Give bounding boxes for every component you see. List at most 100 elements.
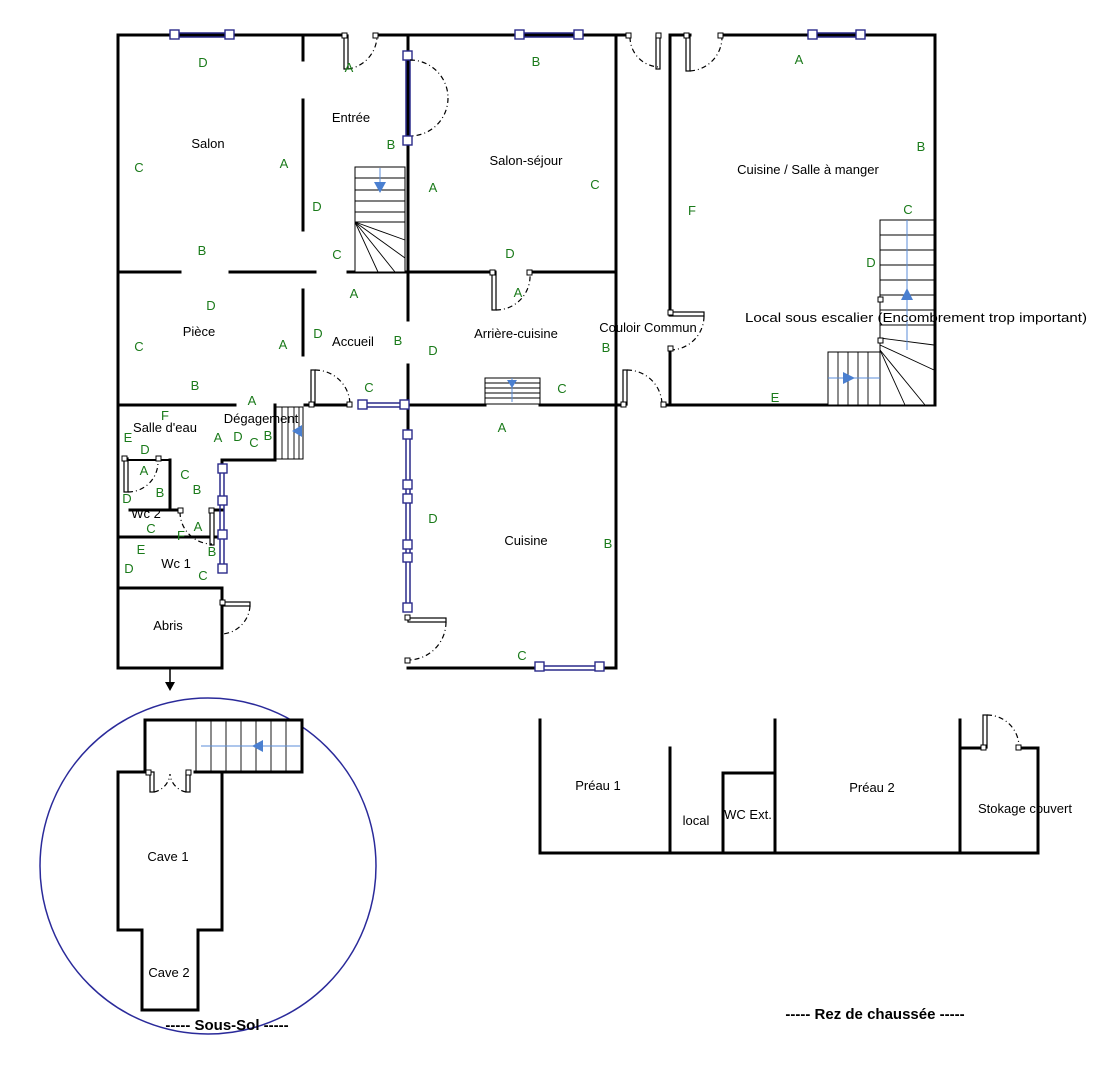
wall-letter: E <box>137 542 146 557</box>
room-label-cave1: Cave 1 <box>147 849 188 864</box>
room-label-piece: Pièce <box>183 324 216 339</box>
wall-letter: A <box>795 52 804 67</box>
wall-letter: E <box>771 390 780 405</box>
door-accueil-bottom <box>308 369 353 408</box>
room-label-couloir-commun: Couloir Commun <box>599 320 697 335</box>
room-label-entree: Entrée <box>332 110 370 125</box>
wall-letter: A <box>279 337 288 352</box>
door-wc1 <box>177 507 215 546</box>
door-csam-top <box>683 32 724 72</box>
window-accueil-bottom <box>357 399 410 410</box>
staircase-csam <box>827 219 935 406</box>
wall-letter: C <box>134 339 143 354</box>
room-label-abris: Abris <box>153 618 183 633</box>
wall-letter: A <box>248 393 257 408</box>
wall-letter: D <box>198 55 207 70</box>
sous-sol-plan <box>39 697 377 1035</box>
staircase-entree <box>354 166 406 273</box>
wall-letter: A <box>429 180 438 195</box>
wall-letter: A <box>350 286 359 301</box>
wall-letters: D C A B A B D C B A C D A B F C D E D C … <box>122 52 925 663</box>
caption-rez-de-chaussee: ----- Rez de chaussée ----- <box>785 1006 964 1023</box>
wall-letter: B <box>604 536 613 551</box>
wall-letter: D <box>124 561 133 576</box>
wall-letter: C <box>903 202 912 217</box>
room-label-arriere-cuisine: Arrière-cuisine <box>474 326 558 341</box>
wall-letter: F <box>161 408 169 423</box>
wall-letter: C <box>364 380 373 395</box>
room-label-cuisine: Cuisine <box>504 533 547 548</box>
window-wc-right <box>217 463 228 574</box>
wall-letter: D <box>428 511 437 526</box>
wall-letter: B <box>193 482 202 497</box>
door-entree-double <box>409 59 449 137</box>
room-label-wc1: Wc 1 <box>161 556 191 571</box>
wall-letter: C <box>180 467 189 482</box>
door-couloir-top <box>625 32 662 70</box>
wall-letter: B <box>387 137 396 152</box>
doors <box>121 32 724 664</box>
room-label-preau2: Préau 2 <box>849 780 895 795</box>
wall-letter: A <box>280 156 289 171</box>
wall-letter: D <box>140 442 149 457</box>
door-wc2 <box>121 455 162 493</box>
room-label-preau1: Préau 1 <box>575 778 621 793</box>
room-label-salon: Salon <box>191 136 224 151</box>
wall-letter: A <box>214 430 223 445</box>
door-arriere <box>489 269 533 311</box>
wall-letter: B <box>602 340 611 355</box>
wall-letter: E <box>124 430 133 445</box>
wall-letter: D <box>233 429 242 444</box>
room-label-wc2: Wc 2 <box>131 506 161 521</box>
room-label-local: local <box>683 813 710 828</box>
door-abris <box>219 599 251 635</box>
window-cuisine-left <box>402 429 413 613</box>
wall-letter: D <box>428 343 437 358</box>
staircase-degagement <box>275 406 304 460</box>
room-label-stokage-couvert: Stokage couvert <box>978 801 1072 816</box>
wall-letter: C <box>590 177 599 192</box>
room-label-cuisine-salle-a-manger: Cuisine / Salle à manger <box>737 162 879 177</box>
window-csam-top <box>807 29 866 40</box>
wall-letter: C <box>557 381 566 396</box>
wall-letter: A <box>345 60 354 75</box>
wall-letter: B <box>198 243 207 258</box>
window-entree-vertical <box>402 50 413 146</box>
wall-letter: D <box>313 326 322 341</box>
door-salon-entree <box>341 32 379 70</box>
outbuildings <box>538 714 1040 855</box>
room-label-salle-d-eau: Salle d'eau <box>133 420 197 435</box>
room-label-local-sous-escalier: Local sous escalier (Encombrement trop i… <box>745 310 1087 325</box>
window-cuisine-bottom <box>534 661 605 672</box>
wall-letter: B <box>394 333 403 348</box>
walls <box>116 33 937 670</box>
wall-letter: B <box>532 54 541 69</box>
windows <box>169 29 866 672</box>
window-salon-top <box>169 29 235 40</box>
wall-letter: B <box>156 485 165 500</box>
door-cuisine-bottom <box>404 614 447 664</box>
wall-letter: A <box>194 519 203 534</box>
wall-letter: D <box>505 246 514 261</box>
wall-letter: D <box>866 255 875 270</box>
staircase-arriere <box>484 377 541 405</box>
wall-letter: B <box>264 428 273 443</box>
wall-letter: C <box>249 435 258 450</box>
room-label-degagement: Dégagement <box>224 411 299 426</box>
wall-letter: D <box>206 298 215 313</box>
caption-sous-sol: ----- Sous-Sol ----- <box>165 1017 288 1034</box>
room-label-salon-sejour: Salon-séjour <box>490 153 564 168</box>
room-label-cave2: Cave 2 <box>148 965 189 980</box>
door-couloir-bottom <box>620 369 667 408</box>
wall-letter: C <box>517 648 526 663</box>
door-couloir-side <box>667 309 705 352</box>
wall-letter: F <box>688 203 696 218</box>
wall-letter: D <box>312 199 321 214</box>
wall-letter: C <box>198 568 207 583</box>
wall-letter: A <box>140 463 149 478</box>
wall-letter: C <box>332 247 341 262</box>
wall-letter: B <box>917 139 926 154</box>
room-label-accueil: Accueil <box>332 334 374 349</box>
wall-letter: C <box>134 160 143 175</box>
